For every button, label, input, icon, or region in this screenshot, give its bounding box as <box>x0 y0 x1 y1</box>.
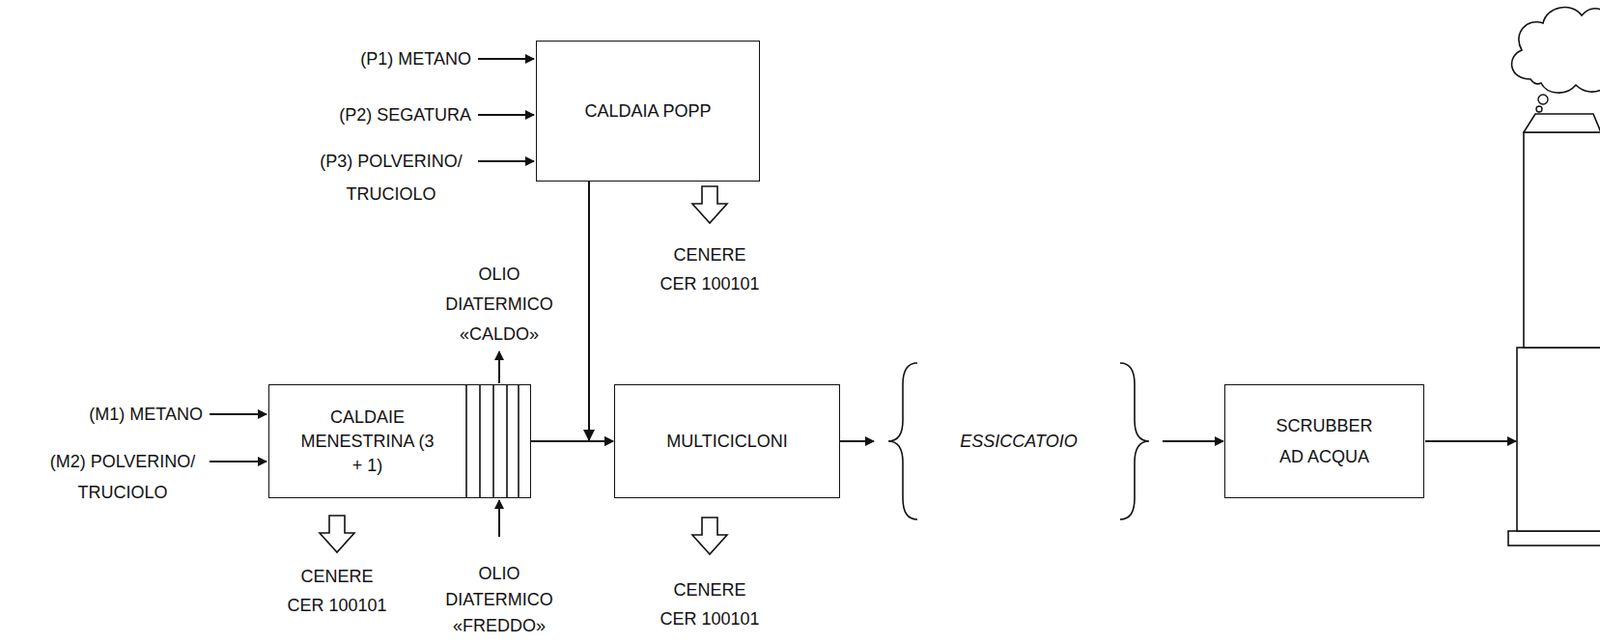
smoke-puff <box>1536 106 1543 113</box>
stream-label: CENERE CER 100101 <box>282 561 392 620</box>
ash-arrow <box>692 186 728 224</box>
boiler-box: CALDAIA POPP <box>535 40 760 182</box>
node-label: ESSICCATOIO <box>959 429 1077 453</box>
exchanger-plate <box>505 384 508 499</box>
node-label: CALDAIE MENESTRINA (3 + 1) <box>295 405 441 478</box>
ash-arrow <box>692 517 728 555</box>
flow-connector <box>840 440 874 443</box>
stream-label: CENERE CER 100101 <box>655 240 764 299</box>
exchanger-plate <box>465 384 468 499</box>
ash-arrow <box>319 515 355 553</box>
chimney <box>1508 113 1600 546</box>
stream-label: (P3) POLVERINO/ TRUCIOLO <box>308 144 474 211</box>
dryer-bracket: ESSICCATOIO <box>874 360 1163 523</box>
flow-connector <box>1162 440 1224 443</box>
flow-arrow <box>1425 440 1516 443</box>
input-arrow <box>477 160 534 163</box>
node-label: CALDAIA POPP <box>584 99 711 123</box>
stream-label: CENERE CER 100101 <box>655 575 764 634</box>
input-arrow <box>477 57 534 60</box>
exchanger-plate <box>492 384 495 499</box>
node-label: MULTICICLONI <box>666 429 788 453</box>
stream-label: (M2) POLVERINO/ TRUCIOLO <box>40 446 205 508</box>
exchanger-plate <box>478 384 481 499</box>
boiler-box: CALDAIE MENESTRINA (3 + 1) <box>268 384 532 499</box>
stream-label: OLIO DIATERMICO «CALDO» <box>441 259 558 350</box>
input-arrow <box>477 113 534 116</box>
brace <box>1120 363 1150 520</box>
input-arrow <box>209 413 267 416</box>
exchanger-plate <box>517 384 520 499</box>
node-label: SCRUBBER AD ACQUA <box>1266 410 1383 473</box>
stream-label: OLIO DIATERMICO «FREDDO» <box>441 561 558 640</box>
smoke-puff <box>1538 94 1548 105</box>
oil-arrow <box>498 500 501 537</box>
stream-label: (P1) METANO <box>360 48 472 70</box>
process-box: MULTICICLONI <box>614 384 841 499</box>
process-box: SCRUBBER AD ACQUA <box>1224 384 1425 499</box>
brace <box>888 363 918 520</box>
input-arrow <box>209 460 267 463</box>
oil-arrow <box>498 351 501 384</box>
flow-connector <box>589 181 614 442</box>
smoke-cloud <box>1512 7 1600 93</box>
stream-label: (P2) SEGATURA <box>338 104 472 126</box>
flow-connector <box>531 440 614 443</box>
stream-label: (M1) METANO <box>88 403 203 425</box>
